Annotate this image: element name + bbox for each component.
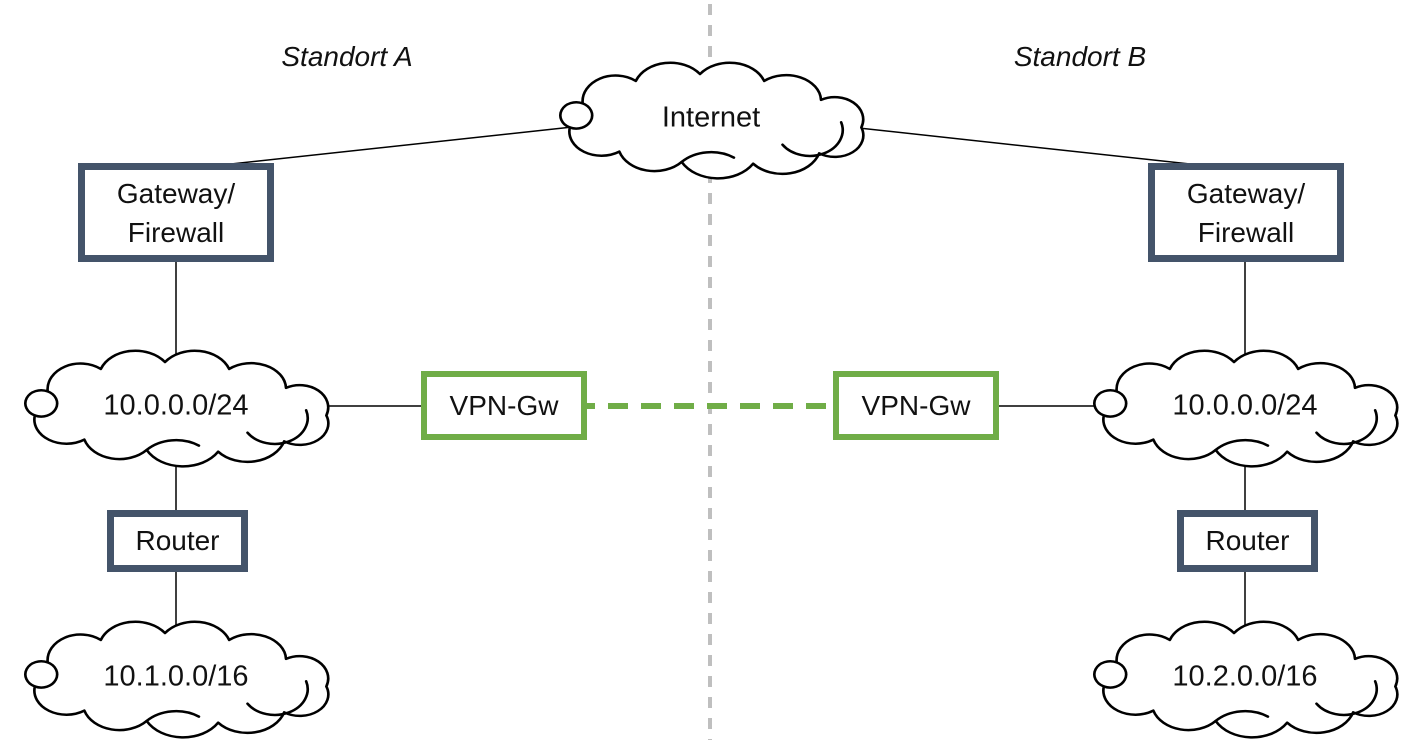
gateway-firewall-b-label-line1: Gateway/ (1186, 177, 1306, 209)
vpn-gateway-a-label: VPN-Gw (449, 389, 559, 421)
gateway-firewall-b-box: Gateway/ Firewall (1148, 163, 1344, 262)
subnet-cloud-b-label: 10.2.0.0/16 (1172, 660, 1318, 693)
vpn-gateway-a-box: VPN-Gw (421, 371, 587, 440)
router-b-box: Router (1177, 510, 1318, 572)
site-a-title: Standort A (281, 41, 413, 72)
gateway-firewall-b-label-line2: Firewall (1197, 216, 1295, 248)
subnet-cloud-a-label: 10.1.0.0/16 (103, 660, 249, 693)
vpn-gateway-b-box: VPN-Gw (833, 371, 999, 440)
lan-cloud-b-label: 10.0.0.0/24 (1172, 389, 1318, 422)
link-gateway-a-internet (175, 123, 601, 171)
link-gateway-b-internet (821, 123, 1246, 171)
router-a-box: Router (107, 510, 248, 572)
gateway-firewall-a-label-line1: Gateway/ (116, 177, 236, 209)
gateway-firewall-a-box: Gateway/ Firewall (78, 163, 274, 262)
site-b-title: Standort B (1013, 41, 1147, 72)
vpn-gateway-b-label: VPN-Gw (861, 389, 971, 421)
internet-cloud-label: Internet (661, 101, 761, 134)
gateway-firewall-a-label-line2: Firewall (127, 216, 225, 248)
lan-cloud-a-label: 10.0.0.0/24 (103, 389, 249, 422)
router-b-label: Router (1205, 525, 1290, 556)
router-a-label: Router (135, 525, 220, 556)
